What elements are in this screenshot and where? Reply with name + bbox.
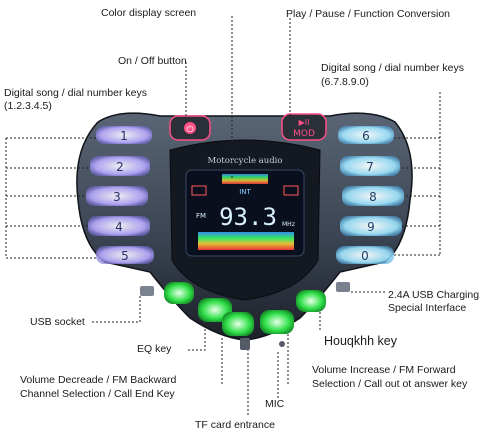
play-mode-button[interactable] (281, 113, 327, 141)
label-color-display: Color display screen (101, 7, 197, 19)
label-volume-decrease-1: Volume Decreade / FM Backward (20, 374, 177, 386)
key-label[interactable]: 6 (362, 129, 370, 143)
label-volume-decrease-2: Channel Selection / Call End Key (20, 388, 175, 400)
label-usb-socket: USB socket (30, 316, 85, 328)
brand-label: Motorcycle audio (207, 156, 282, 166)
label-digital-right-2: (6.7.8.9.0) (321, 76, 369, 88)
screen-unit: MHz (282, 221, 295, 228)
key-label[interactable]: 4 (115, 220, 123, 234)
label-digital-left-2: (1.2.3.4.5) (4, 100, 52, 112)
eq-button[interactable] (198, 298, 232, 322)
usb-charging-port[interactable] (336, 282, 350, 292)
key-label[interactable]: 2 (116, 160, 124, 174)
usb-side-button[interactable] (164, 282, 194, 304)
right-number-keys (336, 126, 404, 264)
label-houqkhh-key: Houqkhh key (324, 334, 397, 348)
label-volume-increase-1: Volume Increase / FM Forward (312, 364, 456, 376)
label-mic: MIC (265, 398, 285, 410)
label-usb-charging-2: Special Interface (388, 302, 467, 314)
label-digital-left-1: Digital song / dial number keys (4, 87, 147, 99)
key-label[interactable]: 3 (113, 190, 121, 204)
power-symbol: ⏻ (186, 124, 193, 135)
screen-band: FM (196, 212, 206, 220)
key-label[interactable]: 8 (369, 190, 377, 204)
screen-indicator-left (191, 185, 207, 196)
power-icon (184, 122, 196, 134)
key-label[interactable]: 7 (366, 160, 374, 174)
label-volume-increase-2: Selection / Call out ot answer key (312, 378, 468, 390)
call-button[interactable] (296, 290, 326, 312)
label-play-pause: Play / Pause / Function Conversion (286, 8, 451, 20)
key-label[interactable]: 9 (367, 220, 375, 234)
mic-hole (279, 341, 285, 347)
left-number-keys (86, 126, 154, 264)
volume-down-button[interactable] (222, 312, 254, 336)
key-label[interactable]: 1 (120, 129, 128, 143)
label-tf-card: TF card entrance (195, 419, 275, 431)
spectrum-bottom (198, 232, 294, 250)
mode-label: MOD (293, 129, 315, 139)
key-label[interactable]: 0 (361, 249, 369, 263)
label-on-off: On / Off button (118, 55, 187, 67)
play-pause-icon: ▶II (299, 118, 310, 127)
spectrum-top (222, 174, 268, 184)
label-digital-right-1: Digital song / dial number keys (321, 62, 464, 74)
label-usb-charging-1: 2.4A USB Charging (388, 289, 480, 301)
usb-socket-port[interactable] (140, 286, 154, 296)
green-control-buttons (164, 282, 326, 336)
screen-indicator-right (283, 185, 299, 196)
volume-up-button[interactable] (260, 310, 294, 334)
screen-frequency: 93.3 (219, 203, 277, 231)
label-eq-key: EQ key (137, 343, 172, 355)
key-label[interactable]: 5 (121, 249, 129, 263)
tf-card-slot[interactable] (240, 338, 250, 350)
screen-tag: INT (239, 188, 251, 196)
